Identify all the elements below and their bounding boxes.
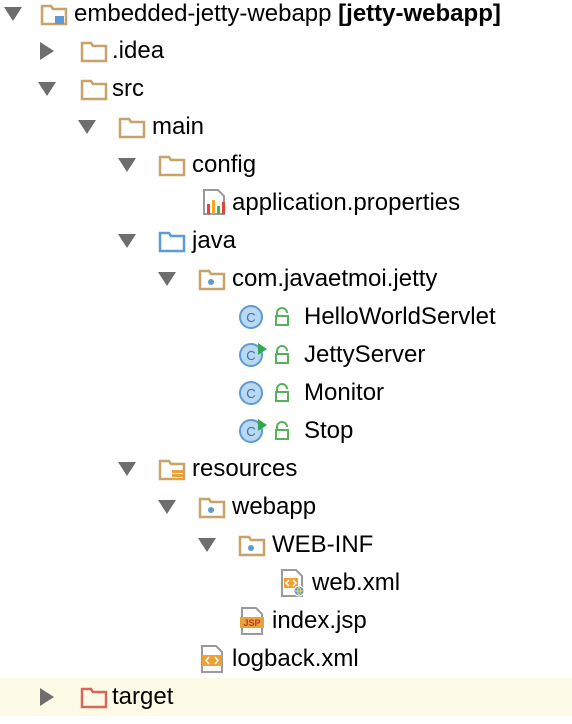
class-label: Stop bbox=[304, 417, 354, 444]
tree-row-src[interactable]: src bbox=[0, 70, 572, 108]
folder-label: WEB-INF bbox=[272, 531, 374, 558]
class-label: JettyServer bbox=[304, 341, 426, 368]
root-name: embedded-jetty-webapp bbox=[74, 0, 332, 27]
svg-text:C: C bbox=[246, 348, 255, 363]
folder-label: .idea bbox=[112, 37, 165, 64]
file-label: application.properties bbox=[232, 189, 461, 216]
expand-arrow-icon[interactable] bbox=[40, 688, 54, 706]
lock-icon bbox=[275, 345, 289, 364]
collapse-arrow-icon[interactable] bbox=[158, 500, 176, 514]
folder-label: main bbox=[152, 113, 205, 140]
tree-row-class[interactable]: C Stop bbox=[0, 412, 572, 450]
tree-row-webapp[interactable]: webapp bbox=[0, 488, 572, 526]
tree-row-target[interactable]: target bbox=[0, 678, 572, 716]
file-label: index.jsp bbox=[272, 607, 367, 634]
folder-icon bbox=[118, 117, 146, 139]
folder-label: resources bbox=[192, 455, 298, 482]
root-label: embedded-jetty-webapp [jetty-webapp] bbox=[74, 1, 501, 27]
collapse-arrow-icon[interactable] bbox=[4, 7, 22, 21]
package-icon bbox=[198, 497, 226, 519]
tree-row-java[interactable]: java bbox=[0, 222, 572, 260]
tree-row-class[interactable]: C Monitor bbox=[0, 374, 572, 412]
tree-row-class[interactable]: C JettyServer bbox=[0, 336, 572, 374]
tree-row-package[interactable]: com.javaetmoi.jetty bbox=[0, 260, 572, 298]
folder-icon bbox=[80, 41, 108, 63]
source-folder-icon bbox=[158, 231, 186, 253]
module-name: [jetty-webapp] bbox=[338, 0, 501, 27]
tree-row-config[interactable]: config bbox=[0, 146, 572, 184]
lock-icon bbox=[275, 307, 289, 326]
collapse-arrow-icon[interactable] bbox=[198, 538, 216, 552]
folder-label: webapp bbox=[232, 493, 317, 520]
folder-label: java bbox=[192, 227, 237, 254]
expand-arrow-icon[interactable] bbox=[40, 42, 54, 60]
runnable-class-icon: C bbox=[239, 343, 267, 367]
lock-icon bbox=[275, 383, 289, 402]
collapse-arrow-icon[interactable] bbox=[118, 158, 136, 172]
jsp-file-icon: JSP bbox=[240, 607, 264, 635]
collapse-arrow-icon[interactable] bbox=[158, 272, 176, 286]
collapse-arrow-icon[interactable] bbox=[78, 120, 96, 134]
xml-file-icon bbox=[281, 569, 305, 597]
collapse-arrow-icon[interactable] bbox=[118, 462, 136, 476]
runnable-class-icon: C bbox=[239, 419, 267, 443]
tree-row-web-xml[interactable]: web.xml bbox=[0, 564, 572, 602]
collapse-arrow-icon[interactable] bbox=[118, 234, 136, 248]
folder-label: target bbox=[112, 683, 174, 710]
package-label: com.javaetmoi.jetty bbox=[232, 265, 438, 292]
tree-row-idea[interactable]: .idea bbox=[0, 32, 572, 70]
class-icon: C bbox=[239, 305, 263, 329]
tree-row-main[interactable]: main bbox=[0, 108, 572, 146]
svg-text:C: C bbox=[246, 424, 255, 439]
module-folder-icon bbox=[40, 4, 68, 26]
tree-row-application-properties[interactable]: application.properties bbox=[0, 184, 572, 222]
svg-text:C: C bbox=[246, 310, 255, 325]
file-label: logback.xml bbox=[232, 645, 359, 672]
tree-row-root[interactable]: embedded-jetty-webapp [jetty-webapp] bbox=[0, 0, 572, 33]
tree-row-web-inf[interactable]: WEB-INF bbox=[0, 526, 572, 564]
folder-label: src bbox=[112, 75, 144, 102]
tree-row-resources[interactable]: resources bbox=[0, 450, 572, 488]
folder-icon bbox=[158, 155, 186, 177]
tree-row-logback-xml[interactable]: logback.xml bbox=[0, 640, 572, 678]
package-icon bbox=[198, 269, 226, 291]
tree-row-class[interactable]: C HelloWorldServlet bbox=[0, 298, 572, 336]
folder-label: config bbox=[192, 151, 257, 178]
class-icon: C bbox=[239, 381, 263, 405]
svg-text:JSP: JSP bbox=[243, 618, 260, 628]
lock-icon bbox=[275, 421, 289, 440]
properties-file-icon bbox=[203, 189, 225, 215]
class-label: HelloWorldServlet bbox=[304, 303, 496, 330]
folder-icon bbox=[80, 79, 108, 101]
class-label: Monitor bbox=[304, 379, 385, 406]
file-label: web.xml bbox=[312, 569, 401, 596]
resources-folder-icon bbox=[158, 459, 186, 481]
tree-row-index-jsp[interactable]: JSP index.jsp bbox=[0, 602, 572, 640]
package-icon bbox=[238, 535, 266, 557]
xml-file-icon bbox=[201, 645, 223, 673]
collapse-arrow-icon[interactable] bbox=[38, 82, 56, 96]
svg-text:C: C bbox=[246, 386, 255, 401]
excluded-folder-icon bbox=[80, 687, 108, 709]
